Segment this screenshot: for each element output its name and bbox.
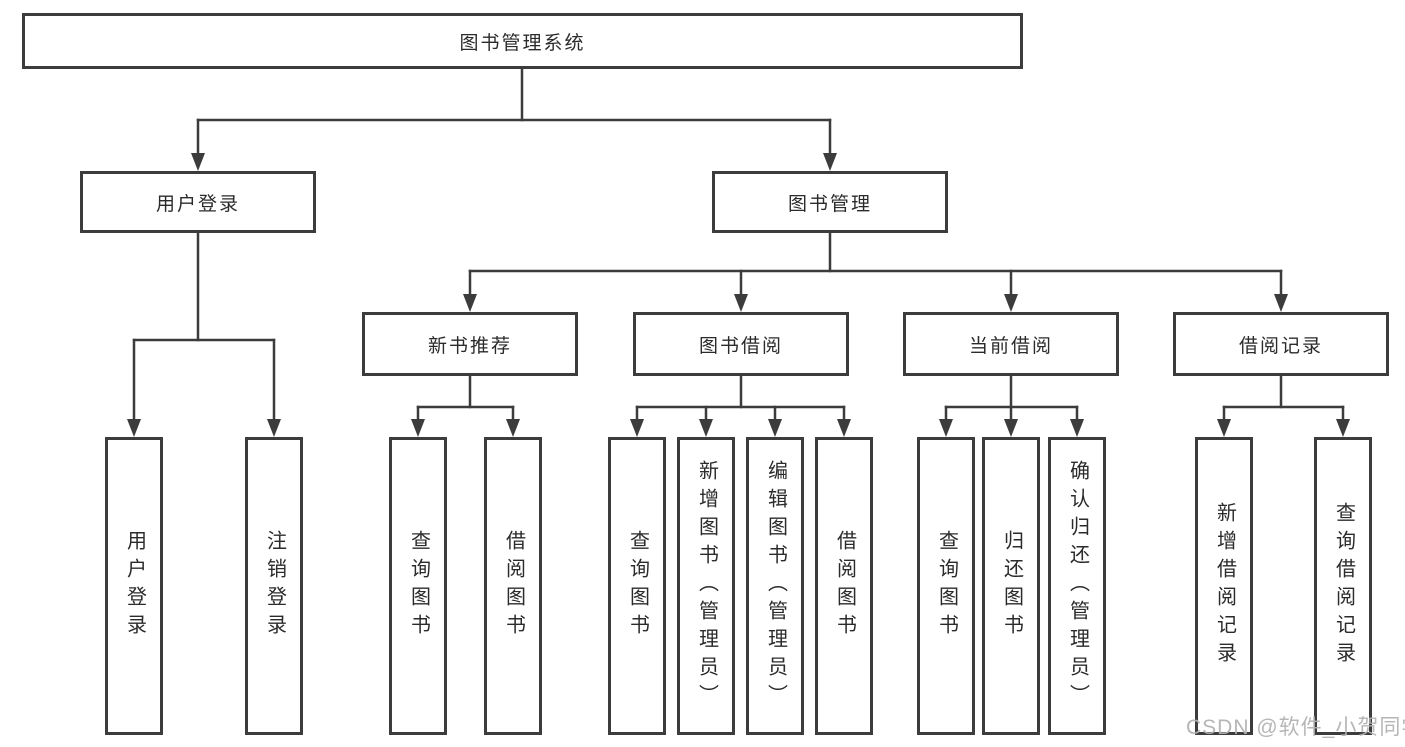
leaf-query-books-recommend: 查询图书	[389, 437, 447, 735]
leaf-add-books-admin: 新增图书（管理员）	[677, 437, 735, 735]
node-book-management: 图书管理	[712, 171, 948, 233]
node-label: 图书借阅	[698, 335, 783, 357]
node-label: 用户登录	[155, 193, 240, 215]
node-current-borrow: 当前借阅	[903, 312, 1119, 376]
node-label: 借阅图书	[502, 530, 525, 642]
node-label: 借阅图书	[833, 530, 856, 642]
connector-root-to-level2	[191, 67, 837, 171]
leaf-edit-books-admin: 编辑图书（管理员）	[746, 437, 804, 735]
connector-bookmgmt-to-level3	[463, 231, 1288, 312]
node-label: 归还图书	[1000, 530, 1023, 642]
leaf-return-books: 归还图书	[982, 437, 1040, 735]
node-label: 查询借阅记录	[1332, 502, 1355, 670]
leaf-confirm-return-admin: 确认归还（管理员）	[1048, 437, 1106, 735]
node-label: 编辑图书（管理员）	[764, 460, 787, 712]
leaf-borrow-books-recommend: 借阅图书	[484, 437, 542, 735]
node-label: 新书推荐	[427, 335, 512, 357]
node-label: 新增借阅记录	[1213, 502, 1236, 670]
node-label: 用户登录	[123, 530, 146, 642]
node-label: 注销登录	[263, 530, 286, 642]
leaf-query-books-current: 查询图书	[917, 437, 975, 735]
node-new-book-recommend: 新书推荐	[362, 312, 578, 376]
leaf-logout: 注销登录	[245, 437, 303, 735]
leaf-user-login: 用户登录	[105, 437, 163, 735]
node-label: 查询图书	[407, 530, 430, 642]
leaf-query-books-borrow: 查询图书	[608, 437, 666, 735]
leaf-add-borrow-record: 新增借阅记录	[1195, 437, 1253, 735]
node-label: 确认归还（管理员）	[1066, 460, 1089, 712]
node-label: 新增图书（管理员）	[695, 460, 718, 712]
connector-borrow-to-leaves	[630, 374, 851, 437]
node-label: 借阅记录	[1238, 335, 1323, 357]
connector-newbooks-to-leaves	[411, 374, 520, 437]
node-label: 当前借阅	[968, 335, 1053, 357]
node-label: 查询图书	[626, 530, 649, 642]
node-book-borrow: 图书借阅	[633, 312, 849, 376]
node-borrow-records: 借阅记录	[1173, 312, 1389, 376]
node-user-login: 用户登录	[80, 171, 316, 233]
connector-current-to-leaves	[939, 374, 1084, 437]
csdn-watermark: CSDN @软件_小贺同学	[1186, 716, 1405, 739]
connector-records-to-leaves	[1217, 374, 1350, 437]
node-label: 查询图书	[935, 530, 958, 642]
node-library-management-system: 图书管理系统	[22, 13, 1023, 69]
leaf-borrow-books: 借阅图书	[815, 437, 873, 735]
connector-userlogin-to-leaves	[127, 231, 281, 437]
node-label: 图书管理	[787, 193, 872, 215]
leaf-query-borrow-record: 查询借阅记录	[1314, 437, 1372, 735]
node-label: 图书管理系统	[459, 32, 586, 54]
